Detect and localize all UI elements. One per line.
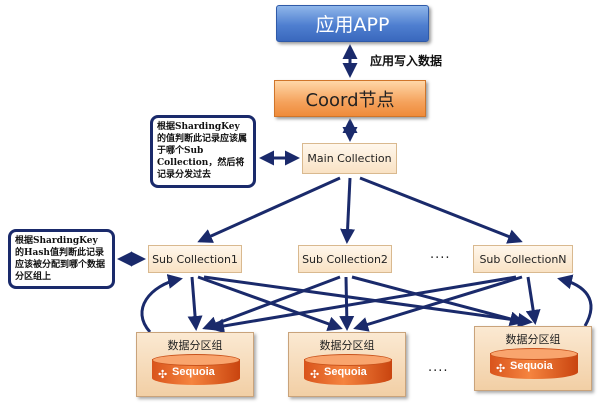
sub-collection-1-node: Sub Collection1 bbox=[148, 245, 242, 273]
sequoia-logo-icon: ✣ bbox=[158, 368, 168, 381]
sub-routing-note: 根据ShardingKey 的Hash值判断此记录应该被分配到哪个数据分区组上 bbox=[8, 229, 115, 289]
data-group-title: 数据分区组 bbox=[319, 339, 375, 352]
sub1-group1-arrow bbox=[187, 276, 203, 331]
data-group-ellipsis: ···· bbox=[428, 364, 449, 379]
subn-group2-arrow bbox=[353, 275, 523, 332]
group3-subn-return-arrow bbox=[557, 274, 593, 327]
sub2-group1-arrow bbox=[202, 275, 341, 331]
data-group-1: 数据分区组 ✣ Sequoia bbox=[136, 332, 254, 397]
write-data-label: 应用写入数据 bbox=[370, 54, 443, 68]
data-group-n: 数据分区组 ✣ Sequoia bbox=[474, 326, 592, 391]
data-group-title: 数据分区组 bbox=[505, 333, 561, 346]
main-routing-note: 根据ShardingKey 的值判断此记录应该属于哪个Sub Collectio… bbox=[150, 115, 256, 188]
main-sub1-arrow bbox=[197, 176, 341, 243]
coord-node: Coord节点 bbox=[274, 80, 426, 117]
sub1-group3-arrow bbox=[203, 275, 533, 328]
main-collection-node: Main Collection bbox=[302, 143, 397, 174]
sequoia-logo-text: Sequoia bbox=[324, 366, 367, 378]
app-node: 应用APP bbox=[276, 5, 429, 42]
sub2-group3-arrow bbox=[351, 275, 525, 327]
data-group-2: 数据分区组 ✣ Sequoia bbox=[288, 332, 406, 397]
sequoia-logo-text: Sequoia bbox=[172, 366, 215, 378]
database-cylinder-icon: ✣ Sequoia bbox=[152, 354, 240, 389]
sequoia-logo-text: Sequoia bbox=[510, 360, 553, 372]
data-group-title: 数据分区组 bbox=[167, 339, 223, 352]
database-cylinder-icon: ✣ Sequoia bbox=[304, 354, 392, 389]
main-subn-arrow bbox=[359, 176, 523, 244]
database-cylinder-icon: ✣ Sequoia bbox=[490, 348, 578, 383]
group1-sub1-return-arrow bbox=[140, 274, 183, 334]
main-sub2-arrow bbox=[340, 177, 356, 244]
subn-group3-arrow bbox=[525, 276, 541, 325]
sub-collection-n-node: Sub CollectionN bbox=[473, 245, 573, 273]
sub2-group2-arrow bbox=[339, 276, 355, 331]
sequoia-logo-icon: ✣ bbox=[496, 362, 506, 375]
sequoia-logo-icon: ✣ bbox=[310, 368, 320, 381]
subn-group1-arrow bbox=[209, 275, 517, 334]
sub-collection-2-node: Sub Collection2 bbox=[298, 245, 392, 273]
sub-collection-ellipsis: ···· bbox=[430, 251, 451, 266]
